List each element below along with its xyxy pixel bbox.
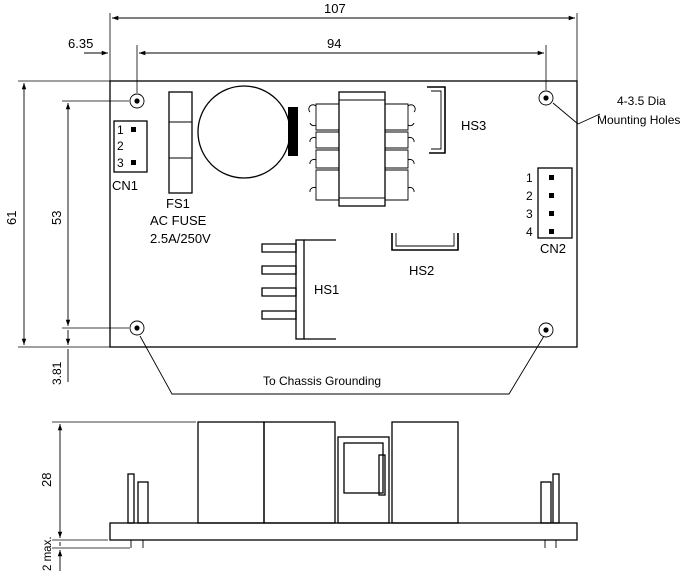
- dimension-profile-height: [52, 421, 196, 541]
- side-block-right: [391, 421, 459, 524]
- cn1-connector: 1 2 3: [113, 120, 148, 173]
- side-capacitor: [197, 421, 265, 524]
- fuse-rating: 2.5A/250V: [150, 231, 211, 246]
- dim-2-max: 2 max.: [42, 536, 54, 571]
- cn2-pin-1: 1: [526, 171, 533, 185]
- dimension-overall-width: [109, 13, 578, 81]
- dim-94: 94: [327, 36, 341, 51]
- mounting-hole-bottom-right: [538, 322, 554, 338]
- cn1-pin-2: 2: [117, 139, 124, 153]
- dim-61: 61: [4, 211, 19, 225]
- cn2-label: CN2: [540, 241, 566, 256]
- side-pin-right-2: [552, 473, 560, 524]
- side-pin-right: [540, 481, 552, 524]
- top-view: 1 2 3 CN1 FS1 AC FUSE 2.5A/250V: [4, 1, 680, 395]
- mounting-hole-top-left: [129, 93, 145, 109]
- cn1-pin-3: 3: [117, 156, 124, 170]
- dimension-overall-height: [18, 80, 110, 348]
- cn1-label: CN1: [112, 178, 138, 193]
- mounting-holes-note-line1: 4-3.5 Dia: [617, 94, 666, 108]
- heatsink-hs2: [391, 233, 459, 251]
- capacitor: [197, 85, 298, 179]
- side-capacitor-2: [263, 421, 336, 524]
- side-pin-left-2: [137, 481, 149, 524]
- mounting-hole-top-right: [538, 90, 554, 106]
- grounding-note: To Chassis Grounding: [263, 374, 381, 388]
- fuse-type: AC FUSE: [150, 213, 207, 228]
- dim-107: 107: [324, 1, 346, 16]
- cn1-pin-1: 1: [117, 123, 124, 137]
- side-pin-left: [127, 473, 135, 524]
- heatsink-hs3: [427, 86, 446, 154]
- hs3-label: HS3: [461, 118, 486, 133]
- side-pcb: [109, 522, 578, 541]
- dim-53: 53: [49, 211, 64, 225]
- dim-6-35: 6.35: [68, 36, 93, 51]
- cn2-connector: 1 2 3 4: [526, 167, 573, 239]
- dim-3-81: 3.81: [50, 361, 64, 385]
- grounding-leader: [139, 335, 545, 395]
- heatsink-hs1: [261, 239, 336, 340]
- side-transformer: [337, 436, 390, 524]
- side-view: 28 2 max.: [39, 421, 578, 571]
- cn2-pin-2: 2: [526, 189, 533, 203]
- dimension-hole-spacing-y: [62, 100, 129, 329]
- cn2-pin-4: 4: [526, 225, 533, 239]
- cn2-pin-3: 3: [526, 207, 533, 221]
- dimension-hole-spacing-x: [136, 45, 547, 93]
- fuse-fs1: [168, 91, 193, 194]
- mounting-holes-note-line2: Mounting Holes: [597, 113, 680, 127]
- transformer: [308, 91, 416, 207]
- pcb-outline: [109, 80, 578, 348]
- dimension-pin-length: [52, 542, 130, 571]
- hs1-label: HS1: [314, 282, 339, 297]
- dim-28: 28: [39, 473, 54, 487]
- fuse-designator: FS1: [166, 196, 190, 211]
- mounting-hole-bottom-left: [129, 320, 145, 336]
- hs2-label: HS2: [409, 263, 434, 278]
